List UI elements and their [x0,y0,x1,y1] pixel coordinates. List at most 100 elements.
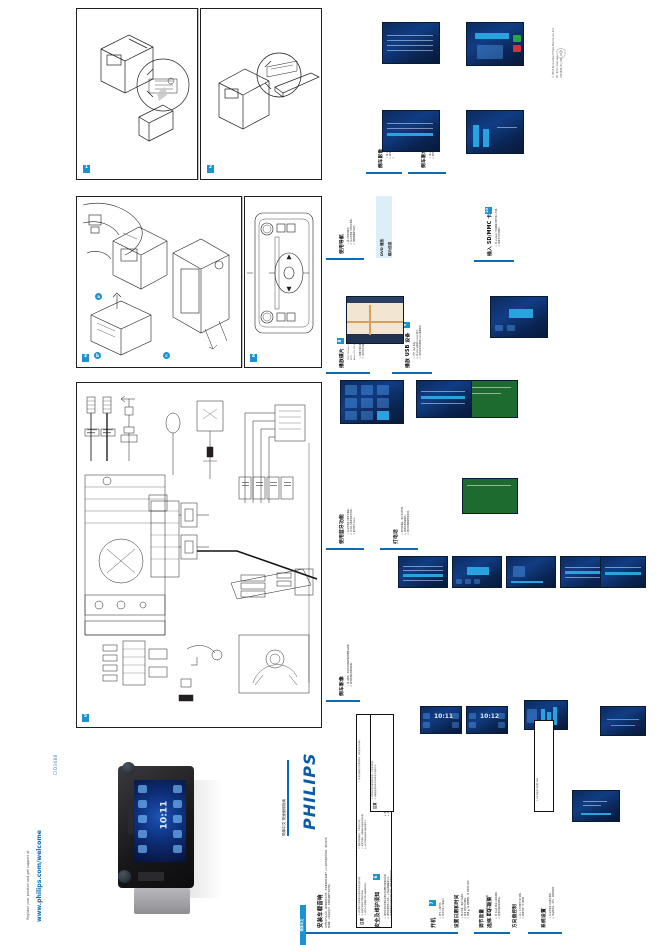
section-install: 简体中文 安装车载音响 在安装本产品之前，请仔细阅读本手册。本车载音响仅适用于 … [300,712,392,945]
shot-statusbar [491,297,547,303]
section-rule-settings [326,700,360,702]
section-sd-title: 插入 SD/MMC 卡 [488,213,493,256]
menu-icon [361,385,373,395]
disc-label-right: 碟片信息 [388,241,392,256]
section-camera: 系统设置 在主页选择【设置】图标。 可设置语言、显示、音频等选项。 在主页选择【… [528,720,562,934]
sd-step: 轻推卡片即可取出。 [499,150,502,244]
shot-statusbar [383,111,439,117]
screen-icon-4 [138,830,147,838]
screenshot-clock-1011: 10:11 [420,706,462,734]
safety-note-list: 在驾驶过程中请勿操作本机，以免发生危险。 请将音量调节至可听到车外声音的水平。 [372,717,378,797]
sd-steps: 将 SD/MMC 卡金属触点朝下插入卡槽。 轻推卡片即可取出。 [496,150,502,244]
section-rule-poweron [418,932,458,934]
philips-url[interactable]: www.philips.com/welcome [36,830,43,922]
radio-steps: 插入导航地图卡。 在主页选择【导航】图标。 按照屏幕提示操作。 [348,152,357,242]
shot-tile [498,713,505,719]
screen-icon-5 [138,845,147,853]
shot-statusbar [417,381,471,387]
product-photo: 10:11 [108,760,234,920]
language-note: 简体中文 快速使用指南 [282,798,286,836]
menu-icon [345,398,357,408]
poweron-steps: 按下 ⏻ 键开机。 再次长按 ⏻ 键关机。 [440,716,446,916]
shot-row [387,45,433,46]
safety-badge: 6 [373,874,380,880]
radio-step: 按照屏幕提示操作。 [354,152,357,242]
screen-icon-3 [138,815,147,823]
aux-bar [473,125,479,147]
disc-label-left: DVD 播放 [380,238,384,256]
shot-statusbar [467,111,523,118]
shot-eq-slider [547,712,551,725]
chinese-tag: 简体中文 [300,905,306,945]
section-rule-nav [326,548,364,550]
copyright-block: © 2012 Koninklijke Philips Electronics N… [552,27,563,78]
safety-note-title: 注意 [373,802,377,809]
shot-tile [423,722,430,728]
shot-row [467,393,501,394]
shot-row [387,128,433,129]
philips-shield-icon [556,44,566,59]
menu-icon [361,398,373,408]
section-install-title: 安装车载音响 [318,894,324,928]
clock-step: 使用 ▲ / ▼ 调整数值，按【确定】保存。 [468,716,471,916]
screenshot-nav-map [346,296,404,344]
clock-steps: 按主页键，选择【设置】。 选择【时间与日期】。 使用 ▲ / ▼ 调整数值，按【… [462,716,471,916]
illustration-panel-5-wiring: 5 [76,382,322,728]
shot-tile [513,566,525,577]
menu-icon [361,411,373,420]
warning-item: 请勿让产品暴露于雨水或潮湿环境中。 [365,850,368,913]
aux-bar [483,129,489,147]
shot-row [403,580,443,581]
camera-guide [611,725,635,726]
shot-tile [452,713,459,719]
shot-tile [474,579,480,584]
section-clock-title: 设置日期和时间 [455,894,461,928]
shot-row [605,567,641,568]
panel-sub-badge-a: a [95,293,102,300]
shot-statusbar [467,707,507,711]
diagram-release-key [218,52,320,130]
shot-statusbar [399,557,447,562]
section-rule-eq [474,932,510,934]
shot-row [387,35,433,36]
call-answer-button [513,35,521,42]
camera-note-list: 在主页选择【设置】图标。 [537,723,540,799]
shot-tile [465,579,471,584]
screenshot-steering [600,556,646,588]
sd-badge: 10 [485,207,492,214]
dial-field [475,33,509,39]
screenshot-radio-ui [490,296,548,338]
shot-statusbar [421,707,461,711]
menu-icon [345,385,357,395]
shot-row [565,577,603,578]
shot-clock-label: 10:12 [480,713,500,720]
shot-statusbar [383,23,439,29]
menu-icon [377,398,389,408]
shot-tile [452,722,459,728]
shot-row [387,40,433,41]
screen-clock: 10:11 [159,800,170,830]
shot-statusbar [525,701,567,705]
camera-note-box: 在主页选择【设置】图标。 [534,720,554,812]
screen-icon-9 [173,830,182,838]
shot-row [403,570,443,571]
section-volume-title: 调节音量 [480,908,486,928]
radio-freq-highlight [467,567,489,575]
shot-tile [423,713,430,719]
register-line: Register your product and get support at [26,850,30,920]
shot-tile [527,709,537,723]
menu-icon [377,385,389,395]
map-road [369,305,371,335]
screenshot-settings [398,556,448,588]
dial-keypad [477,45,503,59]
install-warning-title: 注意 [360,917,364,925]
screenshot-boot [572,790,620,822]
usb-badge: 9 [403,322,410,328]
volume-knob-top [122,762,135,775]
poweron-step: 再次长按 ⏻ 键关机。 [443,716,446,916]
steering-step: 按提示逐一学习按键。 [523,718,526,916]
shot-row [421,403,465,404]
panel-sub-badge-c: c [163,352,170,359]
usb-steps: 打开 USB 盖板。 将 USB 设备插入 USB 接口。 本机将自动切换至 U… [414,204,423,356]
